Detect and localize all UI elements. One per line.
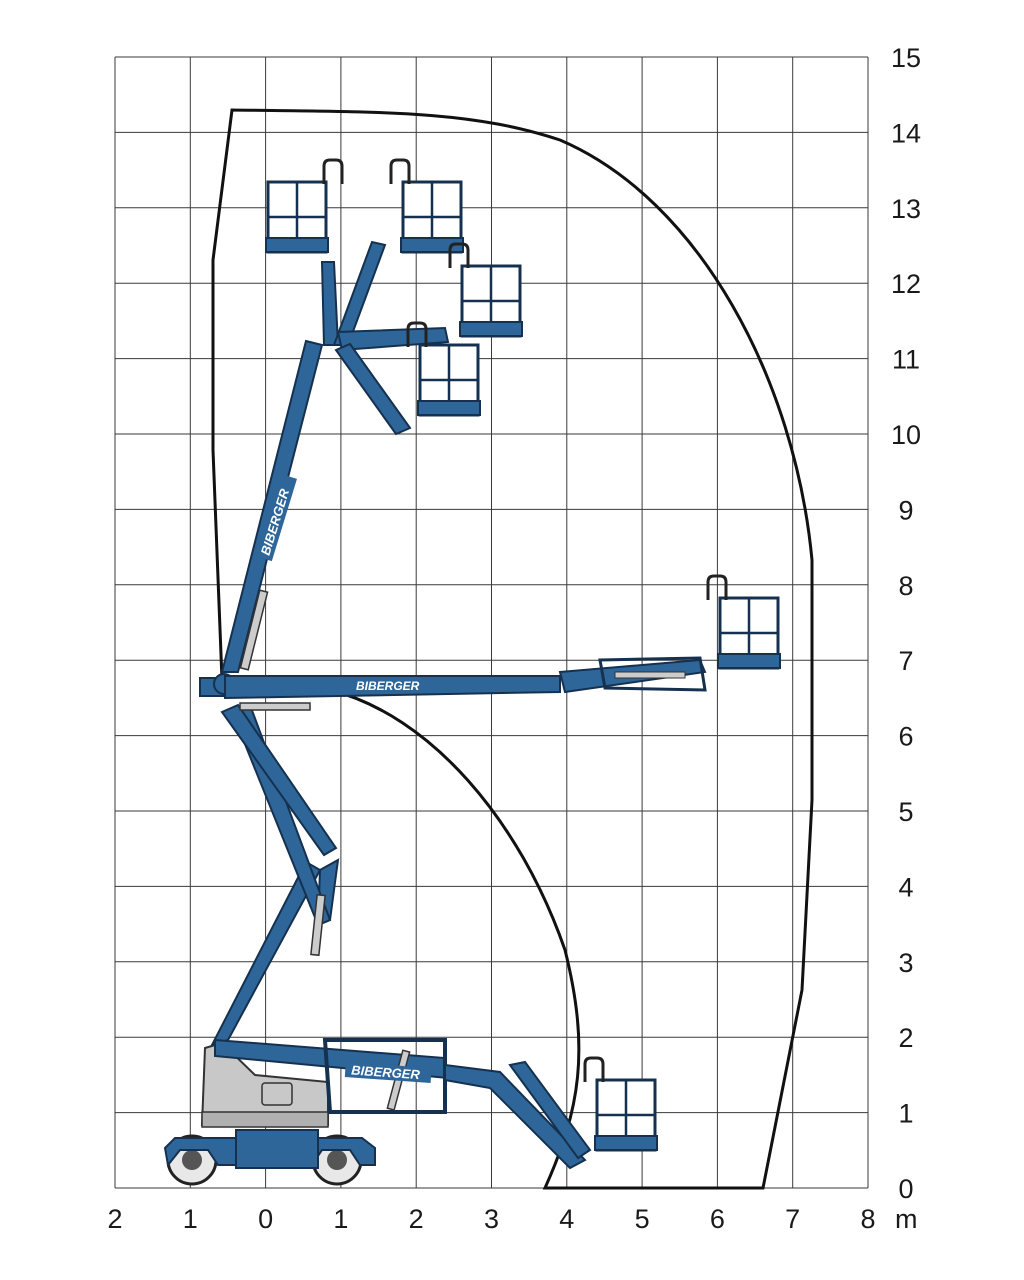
horizontal-jib-link — [598, 656, 707, 692]
y-tick-label: 6 — [898, 722, 913, 752]
platform-basket — [706, 574, 781, 670]
x-tick-label: 5 — [635, 1204, 650, 1234]
platform-basket — [406, 321, 481, 417]
y-tick-label: 4 — [898, 872, 913, 902]
lower-boom-logo: BIBERGER — [344, 1062, 432, 1083]
upper-jib-vertical — [320, 261, 340, 346]
platform-basket — [448, 242, 523, 338]
y-tick-label: 1 — [898, 1099, 913, 1129]
x-tick-label: 0 — [258, 1204, 273, 1234]
y-tick-label: 12 — [891, 269, 921, 299]
stowed-jib-link — [508, 1060, 592, 1160]
y-tick-label: 9 — [898, 495, 913, 525]
horizontal-boom-cylinder — [239, 702, 311, 711]
x-axis-unit: m — [895, 1204, 918, 1234]
grid — [114, 56, 869, 1189]
y-tick-label: 3 — [898, 948, 913, 978]
horizontal-boom-logo: BIBERGER — [350, 678, 430, 693]
y-tick-label: 7 — [898, 646, 913, 676]
platform-basket — [583, 1056, 658, 1152]
y-tick-label: 10 — [891, 420, 921, 450]
x-tick-label: 2 — [107, 1204, 122, 1234]
x-tick-label: 1 — [333, 1204, 348, 1234]
main-boom-cylinder — [239, 589, 269, 671]
y-tick-label: 5 — [898, 797, 913, 827]
boom-label-horizontal: BIBERGER — [356, 679, 420, 693]
platform-basket — [389, 158, 464, 254]
platform-baskets — [265, 158, 781, 1152]
stowed-jib — [444, 1063, 587, 1170]
y-tick-label: 0 — [898, 1174, 913, 1204]
y-tick-label: 15 — [891, 43, 921, 73]
horizontal-jib-cylinder — [614, 671, 686, 679]
x-tick-label: 3 — [484, 1204, 499, 1234]
y-tick-label: 14 — [891, 118, 921, 148]
x-tick-label: 7 — [785, 1204, 800, 1234]
x-tick-label: 4 — [559, 1204, 574, 1234]
x-tick-label: 6 — [710, 1204, 725, 1234]
aerial-work-platform: BIBERGER BIBERGER BIBERGER — [163, 240, 707, 1186]
y-tick-label: 13 — [891, 194, 921, 224]
turret-base — [201, 1111, 329, 1128]
x-tick-label: 2 — [409, 1204, 424, 1234]
platform-basket — [265, 158, 344, 254]
boom-label-lower: BIBERGER — [351, 1062, 421, 1082]
riser-cylinder — [310, 893, 326, 957]
lower-riser-boom — [210, 703, 340, 1047]
chassis-block — [235, 1129, 319, 1169]
working-envelope-outline — [211, 108, 814, 1190]
turret-panel — [261, 1082, 293, 1106]
stowed-boom-frame — [322, 1038, 447, 1114]
upper-jib-diagonal-b — [334, 342, 412, 436]
x-axis-tick-labels: 2 1 0 1 2 3 4 5 6 7 8 — [107, 1204, 875, 1234]
y-tick-label: 8 — [898, 571, 913, 601]
x-tick-label: 8 — [860, 1204, 875, 1234]
x-tick-label: 1 — [183, 1204, 198, 1234]
y-tick-label: 11 — [892, 345, 920, 375]
y-tick-label: 2 — [898, 1023, 913, 1053]
